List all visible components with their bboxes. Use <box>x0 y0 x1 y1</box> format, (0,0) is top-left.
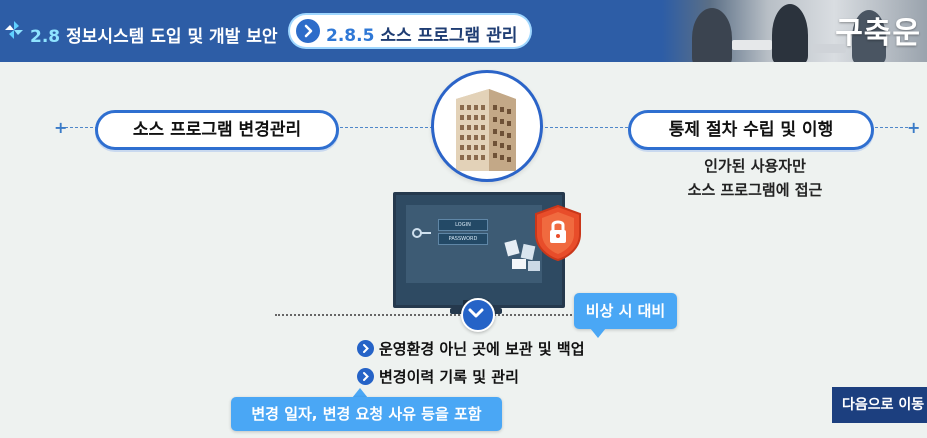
subsection-number: 2.8.5 <box>326 26 375 46</box>
person-silhouette <box>692 8 732 62</box>
section-title-text: 정보시스템 도입 및 개발 보안 <box>66 27 278 47</box>
documents-icon <box>504 239 540 271</box>
source-change-management-pill: 소스 프로그램 변경관리 <box>95 110 339 150</box>
bullet-text: 운영환경 아닌 곳에 보관 및 백업 <box>379 340 585 358</box>
login-field: LOGIN <box>438 219 488 231</box>
subsection-title-text: 소스 프로그램 관리 <box>380 26 518 46</box>
emergency-callout: 비상 시 대비 <box>574 293 677 329</box>
bullet-item: 변경이력 기록 및 관리 <box>357 366 519 386</box>
plus-icon: + <box>54 118 68 137</box>
chevron-down-icon <box>461 298 495 332</box>
bullet-text: 변경이력 기록 및 관리 <box>379 368 519 386</box>
source-change-management-label: 소스 프로그램 변경관리 <box>132 120 302 140</box>
details-callout: 변경 일자, 변경 요청 사유 등을 포함 <box>231 397 502 431</box>
chevron-right-circle-icon <box>357 368 374 385</box>
details-callout-tail <box>352 388 368 398</box>
person-silhouette <box>772 4 808 62</box>
building-icon <box>456 89 516 171</box>
monitor-screen: LOGIN PASSWORD <box>406 205 542 283</box>
person-silhouette <box>852 10 886 62</box>
access-note-line1: 인가된 사용자만 <box>704 157 806 175</box>
pinwheel-logo-icon <box>5 21 23 39</box>
details-callout-text: 변경 일자, 변경 요청 사유 등을 포함 <box>251 405 482 423</box>
header-office-photo: 구축운 <box>662 0 927 62</box>
emergency-callout-text: 비상 시 대비 <box>585 302 666 320</box>
password-field: PASSWORD <box>438 233 488 245</box>
chevron-right-icon <box>296 19 320 43</box>
next-button[interactable]: 다음으로 이동 <box>832 387 927 423</box>
section-number: 2.8 <box>30 27 61 47</box>
control-procedure-pill: 통제 절차 수립 및 이행 <box>628 110 874 150</box>
access-note-line2: 소스 프로그램에 접근 <box>687 181 823 199</box>
key-icon <box>412 228 431 238</box>
chevron-right-circle-icon <box>357 340 374 357</box>
brand-text: 구축운 <box>835 16 921 51</box>
bullet-item: 운영환경 아닌 곳에 보관 및 백업 <box>357 338 585 358</box>
access-note: 인가된 사용자만 소스 프로그램에 접근 <box>655 154 855 202</box>
laptop <box>732 40 772 50</box>
next-button-label: 다음으로 이동 <box>842 397 925 413</box>
building-illustration <box>431 70 543 182</box>
emergency-callout-tail <box>590 328 606 338</box>
control-procedure-label: 통제 절차 수립 및 이행 <box>668 120 834 140</box>
laptop <box>812 44 846 53</box>
plus-icon: + <box>907 118 921 137</box>
security-shield-lock-icon <box>535 204 581 262</box>
